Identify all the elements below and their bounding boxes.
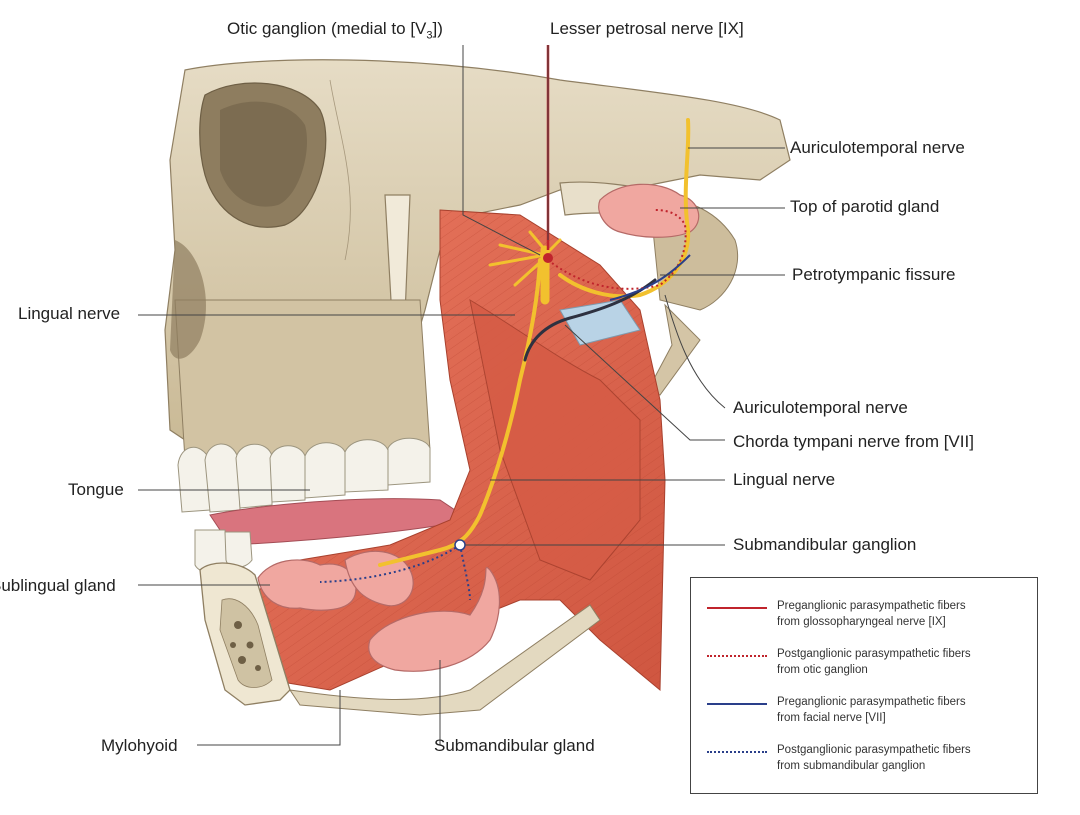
- lower-teeth: [194, 529, 253, 573]
- legend-swatch-dotted-blue: [707, 751, 767, 753]
- mandible: [199, 562, 601, 716]
- chorda-tympani: [523, 278, 657, 362]
- label-chorda-tympani-nerve: Chorda tympani nerve from [VII]: [733, 432, 974, 451]
- label-submandibular-ganglion: Submandibular ganglion: [733, 535, 917, 554]
- sublingual-gland: [257, 559, 357, 611]
- lingual-nerve: [378, 258, 542, 567]
- label-lingual-nerve-upper: Lingual nerve: [18, 304, 121, 323]
- parotid-gland: [598, 183, 700, 238]
- otic-postganglionic-fibers: [547, 209, 687, 290]
- submandibular-gland: [368, 566, 501, 672]
- label-otic-ganglion: Otic ganglion (medial to [V3]): [227, 19, 443, 42]
- label-auriculotemporal-nerve-lower: Auriculotemporal nerve: [733, 398, 908, 417]
- label-auriculotemporal-nerve-top: Auriculotemporal nerve: [790, 138, 965, 157]
- label-lingual-nerve-lower: Lingual nerve: [733, 470, 836, 489]
- legend-swatch-solid-blue: [707, 703, 767, 705]
- glands: [257, 183, 700, 672]
- label-lesser-petrosal-nerve: Lesser petrosal nerve [IX]: [550, 19, 744, 38]
- legend-swatch-solid-red: [707, 607, 767, 609]
- label-tongue: Tongue: [68, 480, 124, 499]
- submandibular-ganglion: [454, 539, 466, 551]
- upper-teeth: [177, 437, 431, 513]
- label-petrotympanic-fissure: Petrotympanic fissure: [792, 265, 956, 284]
- skull: [164, 59, 791, 461]
- label-mylohyoid: Mylohyoid: [101, 736, 178, 755]
- label-sublingual-gland: Sublingual gland: [0, 576, 116, 595]
- leader-lines: [138, 45, 785, 746]
- label-top-of-parotid-gland: Top of parotid gland: [790, 197, 940, 216]
- legend-swatch-dotted-red: [707, 655, 767, 657]
- label-submandibular-gland: Submandibular gland: [434, 736, 595, 755]
